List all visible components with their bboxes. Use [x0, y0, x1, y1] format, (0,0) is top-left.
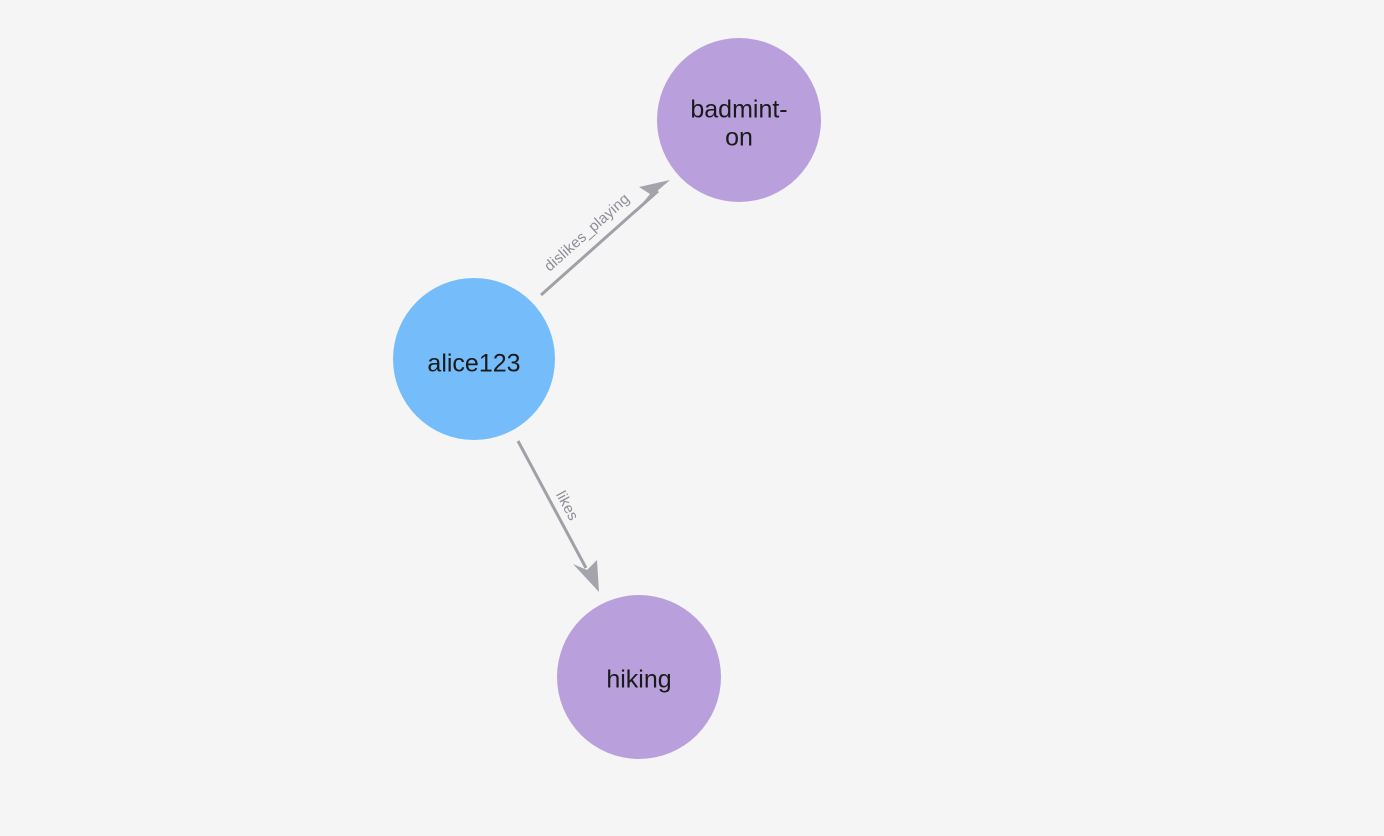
- node-circle-alice123[interactable]: [393, 278, 555, 440]
- edge-label-likes: likes: [552, 488, 582, 523]
- arrowhead-icon-dislikes-playing: [639, 180, 670, 205]
- edge-line-likes: [516, 440, 588, 569]
- edge-line-dislikes-playing: [540, 189, 659, 297]
- node-badminton[interactable]: badmint- on: [657, 38, 821, 202]
- node-alice123[interactable]: alice123: [393, 278, 555, 440]
- arrowhead-icon-likes: [573, 560, 599, 592]
- node-circle-badminton[interactable]: [657, 38, 821, 202]
- node-hiking[interactable]: hiking: [557, 595, 721, 759]
- edge-label-dislikes-playing: dislikes_playing: [541, 190, 633, 275]
- edge-dislikes-playing[interactable]: dislikes_playing: [540, 180, 670, 297]
- node-circle-hiking[interactable]: [557, 595, 721, 759]
- edge-likes[interactable]: likes: [516, 440, 599, 592]
